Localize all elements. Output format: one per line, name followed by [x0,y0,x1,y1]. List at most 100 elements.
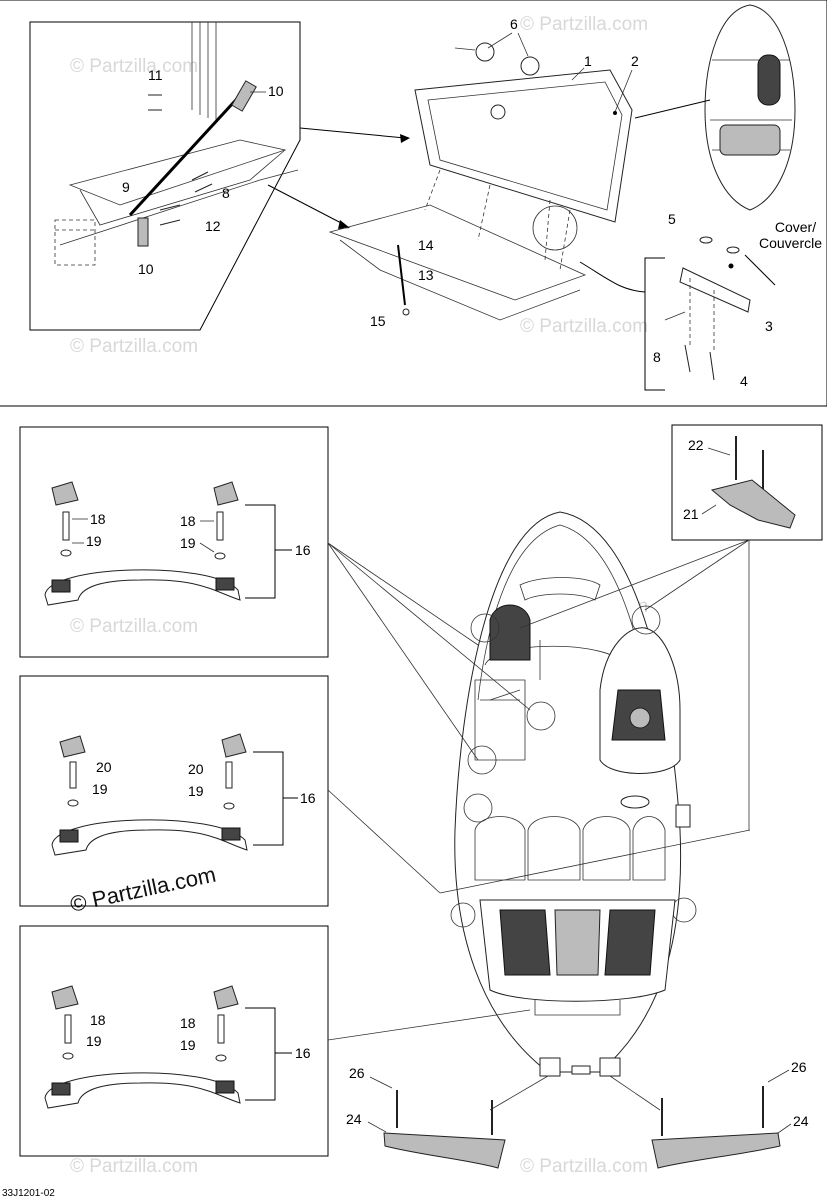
washer-5a [699,236,713,244]
locator [327,789,441,894]
callout-19: 19 [86,533,102,549]
handle-pad-right [215,1080,235,1094]
locator [609,1075,661,1111]
watercraft-top [634,4,796,211]
rivets-11 [148,94,162,111]
arrow-head [400,134,410,143]
lid-latch [490,104,506,120]
callout-19: 19 [86,1033,102,1049]
screw-20-right [225,761,233,789]
callout-16: 16 [295,1045,311,1061]
callout-10-lower: 10 [138,261,154,277]
washer-5b [726,246,740,254]
leader-dot [613,111,617,115]
handle-panel-1: 18 19 18 19 16 [19,426,329,658]
bin-edge [59,169,299,246]
locator [489,1075,549,1111]
tow-eye-right [599,1057,621,1077]
bin-wall [79,149,286,226]
callout-9: 9 [122,179,130,195]
callout-18: 18 [180,513,196,529]
cover-locator-line [579,261,646,293]
pointer-arrow [299,127,406,139]
callout-8: 8 [222,185,230,201]
panel-locator-lines [327,539,751,1111]
locator [439,829,751,894]
callout-4: 4 [740,373,748,389]
diagram-code: 33J1201-02 [2,1188,55,1199]
cap-right [213,481,239,506]
callout-6: 6 [510,16,518,32]
gauge [629,707,651,729]
washer-19-left [62,1052,74,1060]
rear-pad-center [554,909,601,976]
cover-label-line1: Cover/ [775,219,816,235]
screw-18-right [216,511,224,541]
left-footwell [474,679,526,761]
handle-16 [44,569,241,606]
handle-pad-right [215,577,235,591]
locator [644,539,750,611]
washer-19-left [67,799,79,807]
rivets-4 [684,344,715,381]
callout-18: 18 [90,511,106,527]
locator [327,542,531,711]
top-section: 11 10 9 8 12 10 6 1 2 14 13 15 5 3 8 4 C… [0,0,827,407]
locator-circle [631,605,661,635]
callout-1: 1 [584,53,592,69]
washer-19-left [60,549,72,557]
storage-lid [414,42,633,271]
rod-bracket-upper [231,80,257,112]
watermark: © Partzilla.com [520,1156,648,1177]
top-frame [0,0,827,407]
screw-8 [664,311,686,321]
inset-frame [29,21,301,331]
bracket-16 [245,1007,292,1101]
cover-bracket [644,257,665,391]
step-24-left [383,1132,506,1169]
washer-19-right [214,552,226,560]
locator-line [634,99,711,119]
callout-18: 18 [90,1012,106,1028]
front-storage [489,604,531,661]
locator [327,542,479,761]
handle-16 [44,1072,241,1109]
screw-18-left [64,1014,72,1044]
top-callouts: 11 10 9 8 12 10 6 1 2 14 13 15 5 3 8 4 [122,16,773,389]
side-pad [675,804,691,828]
callout-22: 22 [688,437,704,453]
knob-6b [520,56,540,76]
leader [767,1069,790,1083]
console [757,54,781,106]
callout-5: 5 [668,211,676,227]
leader [701,504,717,515]
callout-16: 16 [300,790,316,806]
cover-plate-3 [679,267,751,313]
inset-storage-bin-rod [29,21,301,331]
strap-14 [397,244,406,306]
callout-20: 20 [96,759,112,775]
callout-19: 19 [180,1037,196,1053]
callout-10: 10 [268,83,284,99]
callout-24: 24 [346,1111,362,1127]
cap-left [51,985,79,1010]
cleat-21 [710,479,796,529]
callout-13: 13 [418,267,434,283]
watermark: © Partzilla.com [70,336,198,357]
panel-frame [19,925,329,1157]
leader [487,32,529,57]
leader [707,447,731,456]
callout-20: 20 [188,761,204,777]
plate [571,1065,591,1075]
locator [327,542,479,646]
cap-right [221,733,247,758]
lid-hinge-dashes [424,169,571,271]
lower-section: 18 19 18 19 16 20 19 20 19 16 [2,424,823,1199]
locator [519,539,750,629]
washer-19-right [215,1054,227,1062]
locator-circle [467,745,497,775]
rivets-8 [191,171,213,193]
rear-steps: 26 24 26 24 [346,1059,809,1169]
screw-20-left [69,761,77,789]
